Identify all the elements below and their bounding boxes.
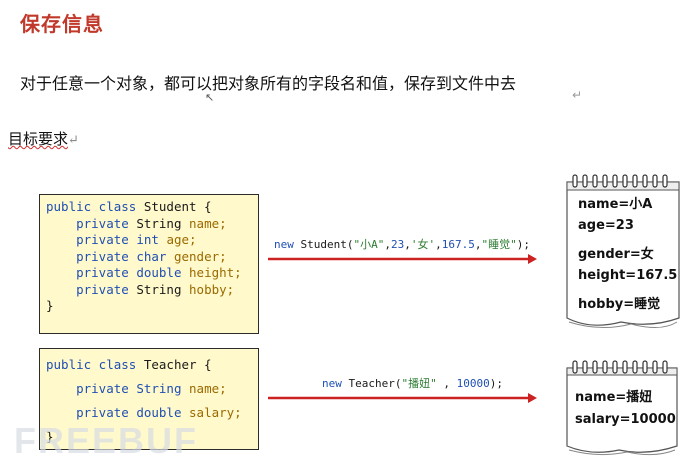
note-line: hobby=睡觉 <box>578 297 661 312</box>
note-line: age=23 <box>578 218 634 233</box>
page-title: 保存信息 <box>20 12 104 36</box>
student-constructor-call: new Student("小A",23,'女',167.5,"睡觉"); <box>274 238 530 251</box>
requirement-label: 目标要求 <box>8 130 69 148</box>
note-line: name=小A <box>578 197 653 212</box>
teacher-arrow <box>268 393 537 403</box>
teacher-class-code: public class Teacher { private String na… <box>39 348 259 450</box>
class-close: } <box>46 429 54 444</box>
note-line: name=播妞 <box>575 390 653 405</box>
student-class-code: public class Student { private String na… <box>39 194 259 334</box>
field-line: private String hobby; <box>76 281 235 297</box>
watermark-logo: FREEBUF <box>14 420 198 461</box>
teacher-constructor-call: new Teacher("播妞" , 10000); <box>322 377 503 390</box>
field-line: private double height; <box>76 265 242 280</box>
mouse-cursor-icon: ↖ <box>205 91 215 104</box>
paragraph-mark: ↵ <box>68 133 79 148</box>
description-text: 对于任意一个对象，都可以把对象所有的字段名和值，保存到文件中去 <box>20 74 517 93</box>
field-line: private int age; <box>76 232 197 247</box>
student-arrow <box>268 254 537 264</box>
class-header: public class Teacher { <box>46 357 212 372</box>
student-notepad-icon <box>566 174 680 328</box>
field-line: private char gender; <box>76 248 227 264</box>
paragraph-mark: ↵ <box>572 88 583 102</box>
field-line: private double salary; <box>76 405 242 420</box>
field-line: private String name; <box>76 381 227 396</box>
teacher-notepad-icon <box>566 360 678 456</box>
requirement-heading: 目标要求↵ <box>8 128 79 149</box>
field-line: private String name; <box>76 215 227 231</box>
note-line: gender=女 <box>578 247 654 262</box>
class-close: } <box>46 298 54 313</box>
note-line: height=167.5 <box>578 268 678 283</box>
note-line: salary=10000 <box>575 412 676 427</box>
class-header: public class Student { <box>46 199 212 214</box>
